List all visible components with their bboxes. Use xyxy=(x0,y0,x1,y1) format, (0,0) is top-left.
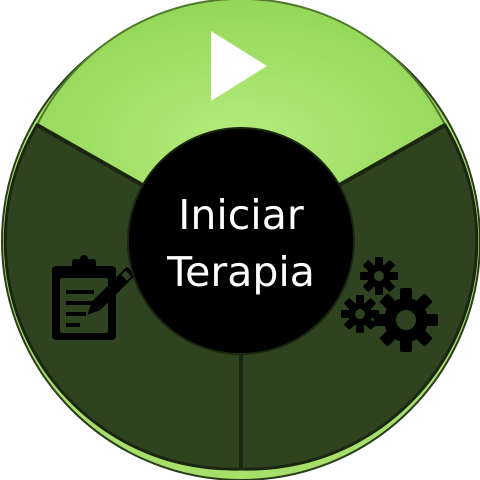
start-therapy-label-line1: Iniciar xyxy=(178,191,304,239)
start-therapy-button[interactable]: Iniciar Terapia xyxy=(127,127,355,355)
clipboard-edit-icon xyxy=(52,255,135,340)
gears-icon xyxy=(341,257,438,352)
play-icon xyxy=(211,31,267,101)
start-therapy-label-line2: Terapia xyxy=(166,248,315,296)
